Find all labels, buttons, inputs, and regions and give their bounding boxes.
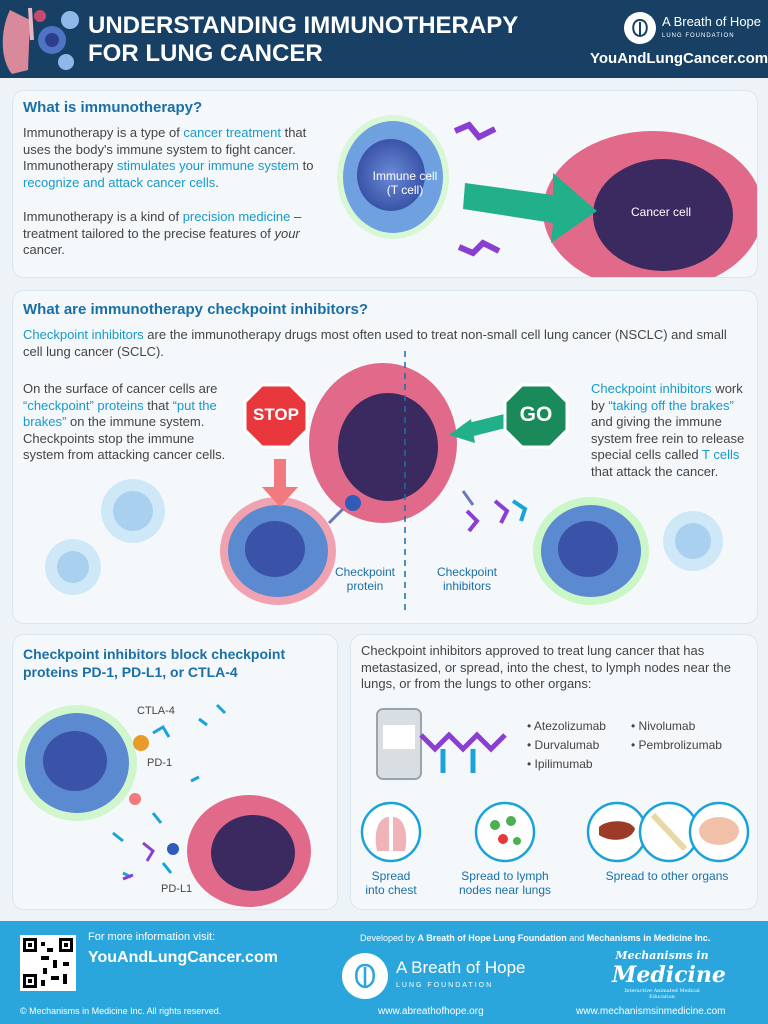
stop-sign-label: STOP — [253, 405, 299, 424]
approved-drugs-intro: Checkpoint inhibitors approved to treat … — [361, 643, 731, 691]
breath-of-hope-logo — [624, 12, 656, 44]
immune-cell-label: Immune cell (T cell) — [372, 169, 438, 197]
precision-medicine-text: Immunotherapy is a kind of precision med… — [23, 209, 302, 257]
more-info-text: For more information visit: — [88, 931, 216, 943]
drug-item: Nivolumab — [631, 717, 722, 736]
immunotherapy-definition: Immunotherapy is a type of cancer treatm… — [23, 125, 314, 190]
checkpoint-intro: Checkpoint inhibitors are the immunother… — [23, 327, 727, 359]
page-title: UNDERSTANDING IMMUNOTHERAPY FOR LUNG CAN… — [88, 12, 518, 68]
breath-of-hope-logo — [342, 953, 388, 999]
mechanisms-in-medicine-logo: Mechanisms in Medicine Interactive Anima… — [612, 949, 726, 1000]
title-line-1: UNDERSTANDING IMMUNOTHERAPY — [88, 12, 519, 39]
footer-brand: A Breath of Hope LUNG FOUNDATION — [396, 958, 526, 990]
checkpoint-mechanism-illustration — [45, 351, 723, 611]
drug-item: Atezolizumab — [527, 717, 606, 736]
drug-item: Durvalumab — [527, 736, 606, 755]
section-heading: What is immunotherapy? — [23, 99, 203, 116]
qr-code[interactable] — [20, 935, 76, 991]
header-brand: A Breath of Hope LUNG FOUNDATION — [662, 14, 761, 44]
abreathofhope-link[interactable]: www.abreathofhope.org — [378, 1006, 484, 1017]
developed-by: Developed by A Breath of Hope Lung Found… — [360, 933, 711, 943]
page-footer: For more information visit: YouAndLungCa… — [0, 921, 768, 1024]
checkpoint-left-text: On the surface of cancer cells are “chec… — [23, 381, 226, 462]
organs-icon — [586, 801, 750, 863]
stop-sign-icon — [243, 383, 309, 449]
tcell-attack-illustration — [337, 115, 757, 277]
brand-sub: LUNG FOUNDATION — [662, 33, 735, 39]
section-heading: What are immunotherapy checkpoint inhibi… — [23, 301, 369, 318]
approved-drugs-panel: Checkpoint inhibitors approved to treat … — [350, 634, 758, 910]
drug-item: Pembrolizumab — [631, 736, 722, 755]
spread-organs-label: Spread to other organs — [605, 869, 729, 883]
drug-list-2: Nivolumab Pembrolizumab — [631, 717, 722, 755]
what-is-immunotherapy-panel: What is immunotherapy? Immunotherapy is … — [12, 90, 758, 278]
checkpoint-right-text: Checkpoint inhibitors work by “taking of… — [591, 381, 745, 479]
iv-bag-icon — [376, 708, 507, 780]
page-header: UNDERSTANDING IMMUNOTHERAPY FOR LUNG CAN… — [0, 0, 768, 78]
chest-icon — [360, 801, 422, 863]
lungs-cells-illustration — [2, 7, 79, 74]
cancer-cell-label: Cancer cell — [631, 205, 692, 219]
go-sign-icon — [503, 383, 569, 449]
title-line-2: FOR LUNG CANCER — [88, 40, 323, 67]
ctla4-label: CTLA-4 — [137, 705, 175, 717]
pd1-label: PD-1 — [147, 757, 173, 769]
lymph-nodes-icon — [474, 801, 536, 863]
brand-name: A Breath of Hope — [662, 14, 762, 29]
pdl1-label: PD-L1 — [161, 883, 193, 895]
pd1-pdl1-ctla4-illustration — [17, 703, 311, 907]
copyright: © Mechanisms in Medicine Inc. All rights… — [20, 1006, 222, 1016]
footer-url-link[interactable]: YouAndLungCancer.com — [88, 949, 278, 966]
go-sign-label: GO — [519, 403, 553, 426]
drug-item: Ipilimumab — [527, 755, 606, 774]
header-url[interactable]: YouAndLungCancer.com — [590, 50, 768, 67]
checkpoint-inhibitors-panel: What are immunotherapy checkpoint inhibi… — [12, 290, 758, 624]
drug-list-1: Atezolizumab Durvalumab Ipilimumab — [527, 717, 606, 774]
mechanismsinmedicine-link[interactable]: www.mechanismsinmedicine.com — [576, 1006, 726, 1017]
